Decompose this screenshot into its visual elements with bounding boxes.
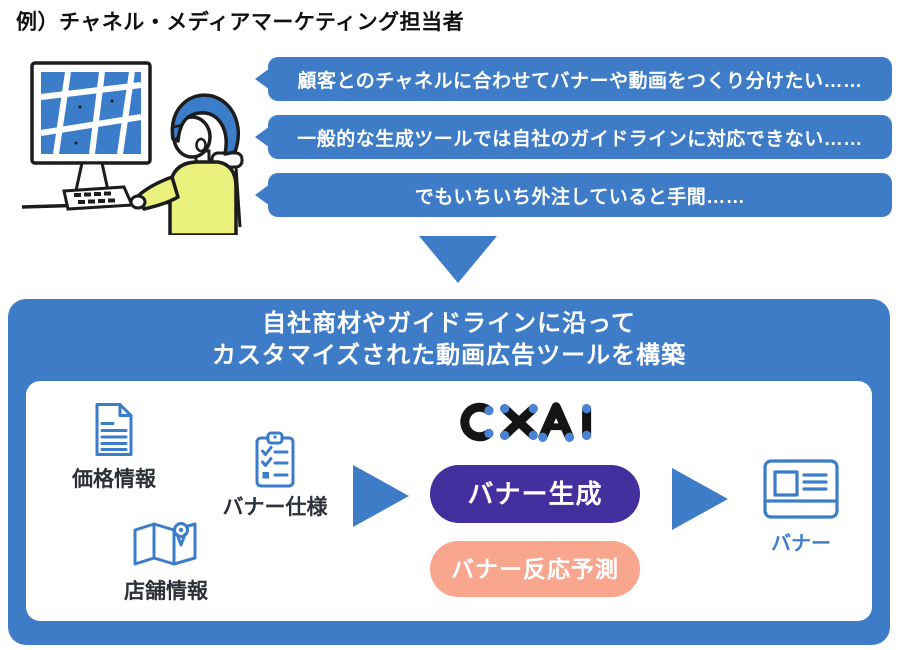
- speech-bubble-3-text: でもいちいち外注していると手間……: [414, 186, 746, 208]
- right-arrow-icon-2: [672, 468, 728, 530]
- person-at-computer-illustration: [21, 61, 244, 235]
- down-arrow-icon: [419, 236, 497, 283]
- output-label-banner: バナー: [771, 533, 831, 555]
- map-icon: [133, 522, 197, 566]
- solution-heading-line1: 自社商材やガイドラインに沿って: [262, 310, 636, 337]
- cxai-logo: [460, 402, 592, 442]
- speech-bubble-1-text: 顧客とのチャネルに合わせてバナーや動画をつくり分けたい……: [297, 70, 863, 92]
- banner-predict-pill: バナー反応予測: [430, 541, 640, 597]
- banner-generate-pill: バナー生成: [430, 465, 640, 523]
- banner-icon: [763, 459, 839, 519]
- speech-bubble-2-text: 一般的な生成ツールでは自社のガイドラインに対応できない……: [297, 128, 863, 150]
- solution-heading: 自社商材やガイドラインに沿って カスタマイズされた動画広告ツールを構築: [8, 308, 890, 372]
- document-icon: [95, 403, 133, 456]
- solution-box: 自社商材やガイドラインに沿って カスタマイズされた動画広告ツールを構築 価格情報: [8, 299, 890, 645]
- input-label-store-info: 店舗情報: [124, 580, 208, 603]
- solution-inner-panel: 価格情報 バナー仕様: [26, 381, 872, 621]
- speech-bubble-2: 一般的な生成ツールでは自社のガイドラインに対応できない……: [268, 115, 892, 159]
- input-label-price-info: 価格情報: [72, 468, 156, 491]
- input-label-banner-spec: バナー仕様: [222, 496, 328, 519]
- page-title: 例）チャネル・メディアマーケティング担当者: [16, 11, 465, 34]
- speech-bubble-1: 顧客とのチャネルに合わせてバナーや動画をつくり分けたい……: [268, 57, 892, 101]
- solution-heading-line2: カスタマイズされた動画広告ツールを構築: [211, 342, 687, 369]
- speech-bubble-3: でもいちいち外注していると手間……: [268, 173, 892, 217]
- clipboard-icon: [255, 431, 295, 488]
- right-arrow-icon-1: [353, 465, 409, 527]
